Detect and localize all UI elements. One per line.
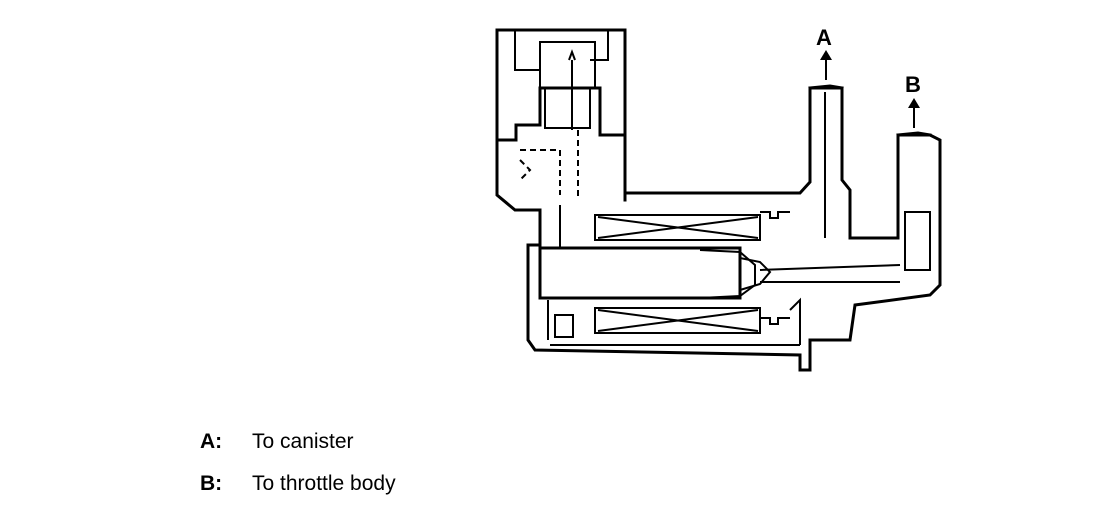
internal-wiring <box>519 130 579 200</box>
lower-coil <box>594 307 790 334</box>
callout-a-label: A <box>816 25 832 50</box>
upper-coil <box>594 211 790 241</box>
legend-key: A: <box>200 430 223 453</box>
legend-row-b: B: To throttle body <box>200 472 396 496</box>
terminal-pin <box>550 297 801 346</box>
legend-key: B: <box>200 472 223 495</box>
plunger <box>538 205 901 340</box>
callout-a: A <box>816 25 832 80</box>
legend-row-a: A: To canister <box>200 430 354 454</box>
legend-text: To throttle body <box>252 472 396 495</box>
callout-b-label: B <box>905 72 921 97</box>
electrical-connector <box>495 28 627 142</box>
legend-text: To canister <box>252 430 354 453</box>
valve-body <box>495 84 942 372</box>
callout-b: B <box>905 72 921 128</box>
